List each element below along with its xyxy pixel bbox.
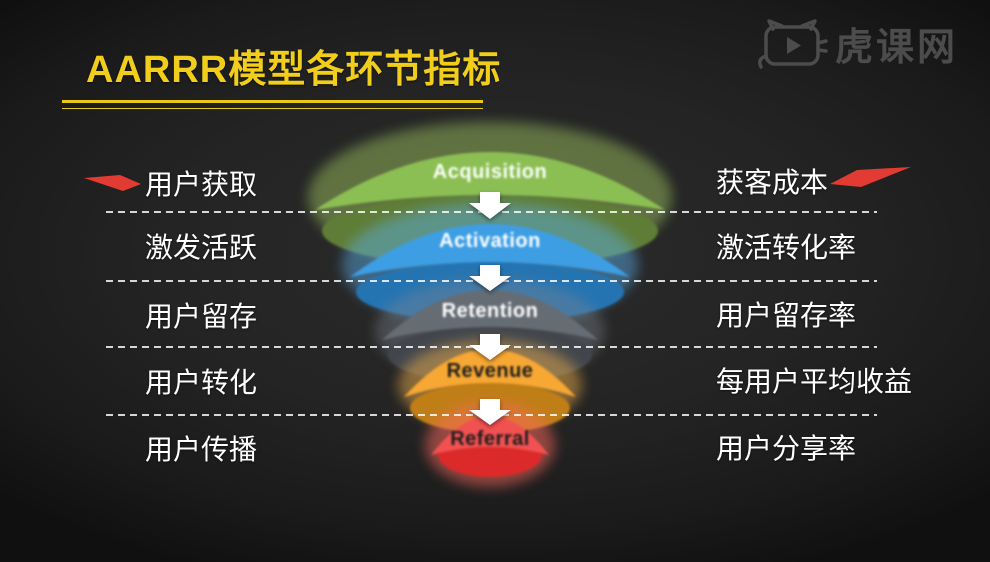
red-arrow-right-icon bbox=[84, 175, 141, 191]
logo-whiskers bbox=[816, 38, 828, 53]
left-label-revenue: 用户转化 bbox=[145, 367, 258, 398]
right-label-acquisition: 获客成本 bbox=[716, 167, 829, 198]
acquisition-label: Acquisition bbox=[433, 161, 547, 183]
logo-frame bbox=[764, 24, 820, 66]
down-arrow-icon bbox=[469, 265, 511, 291]
revenue-face bbox=[404, 349, 576, 397]
referral-face bbox=[431, 416, 549, 455]
activation-face bbox=[350, 224, 630, 277]
down-arrow-icon bbox=[469, 399, 511, 425]
play-icon bbox=[787, 36, 801, 54]
down-arrow-icon bbox=[469, 334, 511, 360]
left-label-activation: 激发活跃 bbox=[145, 232, 258, 263]
left-label-acquisition: 用户获取 bbox=[145, 169, 258, 200]
retention-face bbox=[382, 290, 598, 340]
red-arrow-left-icon bbox=[830, 167, 911, 187]
watermark-text: 虎课网 bbox=[835, 27, 959, 69]
activation-label: Activation bbox=[439, 230, 541, 252]
retention-label: Retention bbox=[442, 300, 539, 322]
right-label-activation: 激活转化率 bbox=[716, 232, 857, 263]
title-underline bbox=[62, 100, 483, 109]
referral-label: Referral bbox=[450, 428, 530, 450]
right-label-revenue: 每用户平均收益 bbox=[716, 366, 913, 397]
watermark: 虎课网 bbox=[756, 16, 958, 71]
revenue-label: Revenue bbox=[447, 360, 534, 382]
tiger-play-logo-icon bbox=[758, 18, 828, 69]
stage-connector-arrows bbox=[469, 192, 511, 425]
funnel-stage-referral: Referral bbox=[425, 403, 555, 487]
funnel-diagram: Acquisition Activation Retention Revenue… bbox=[308, 122, 672, 487]
logo-tail bbox=[758, 53, 768, 69]
page-title: AARRR模型各环节指标 bbox=[86, 49, 502, 91]
acquisition-face bbox=[315, 152, 665, 210]
left-label-referral: 用户传播 bbox=[145, 434, 258, 465]
left-label-retention: 用户留存 bbox=[145, 301, 258, 332]
right-label-retention: 用户留存率 bbox=[716, 300, 857, 331]
down-arrow-icon bbox=[469, 192, 511, 219]
right-label-referral: 用户分享率 bbox=[716, 433, 857, 464]
